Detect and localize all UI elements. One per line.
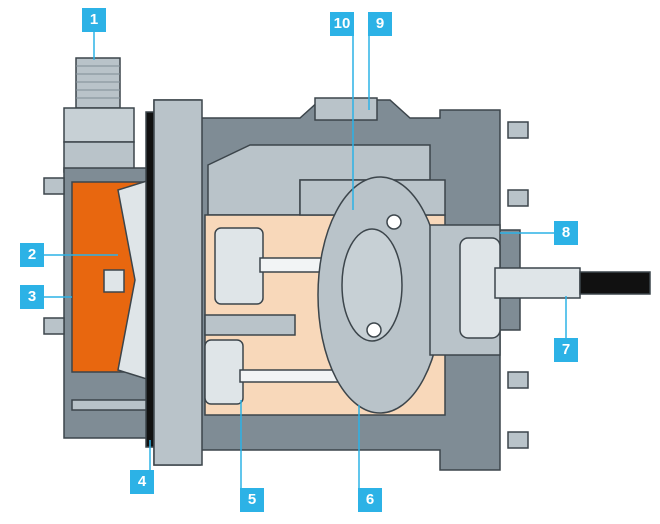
flange <box>153 99 203 466</box>
callout-10: 10 <box>330 12 354 36</box>
piston-upper <box>214 227 264 305</box>
callout-7: 7 <box>554 338 578 362</box>
top-nut <box>314 97 378 121</box>
callout-6: 6 <box>358 488 382 512</box>
gasket <box>145 111 155 448</box>
callout-3: 3 <box>20 285 44 309</box>
callout-2: 2 <box>20 243 44 267</box>
callout-8: 8 <box>554 221 578 245</box>
hex-nut <box>63 107 135 143</box>
callout-5: 5 <box>240 488 264 512</box>
leader-lines <box>44 32 567 488</box>
callout-4: 4 <box>130 470 154 494</box>
reed-valve <box>117 178 151 382</box>
piston-lower <box>204 339 244 405</box>
shaft <box>494 267 581 299</box>
callout-9: 9 <box>368 12 392 36</box>
callout-1: 1 <box>82 8 106 32</box>
